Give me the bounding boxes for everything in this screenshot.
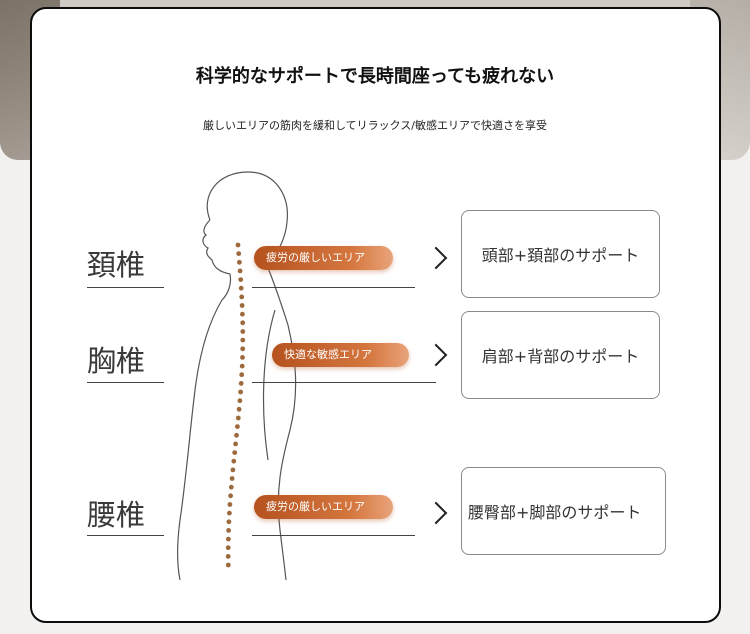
divider [87,287,164,288]
spine-dot [233,441,238,447]
spine-dot [238,381,244,386]
spine-dot [235,424,240,429]
spine-dot [231,458,237,464]
spine-dot [228,484,234,490]
spine-dot [238,389,243,395]
spine-dot [237,268,243,274]
region-label-cervical: 頚椎 [87,248,146,282]
spine-dot [226,519,232,525]
spine-dot [240,346,246,352]
spine-dot [239,372,245,378]
spine-dot [240,355,245,360]
support-box-shoulder-back: 肩部+背部のサポート [461,311,660,399]
spine-dot [240,337,246,343]
divider [252,382,436,383]
support-box-head-neck: 頭部+頚部のサポート [461,210,660,298]
fatigue-zone-pill: 疲労の厳しいエリア [254,495,393,519]
spine-dot [227,502,233,507]
divider [252,535,415,536]
spine-dot [238,285,244,291]
spine-dot [240,320,246,326]
region-label-thoracic: 胸椎 [87,344,146,378]
fatigue-zone-pill: 疲労の厳しいエリア [254,246,393,270]
comfort-zone-pill: 快適な敏感エリア [272,343,409,367]
spine-dot [234,432,239,438]
spine-dot [225,562,231,568]
spine-dot [240,329,246,334]
divider [252,287,415,288]
spine-dot [228,493,233,499]
spine-dot [237,398,243,404]
human-figure-illustration [177,171,297,580]
spine-dot [239,303,245,308]
spine-dot [226,528,231,533]
spine-dots [225,242,246,568]
spine-dot [232,450,238,455]
spine-dot [238,277,244,282]
spine-dot [236,251,242,256]
spine-dot [237,259,242,265]
support-text: 肩部+背部のサポート [481,347,640,366]
spine-dot [226,536,231,542]
spine-dot [225,545,231,551]
spine-dot [236,406,242,412]
divider [87,382,164,383]
spine-dot [240,311,245,317]
spine-dot [239,294,245,300]
spine-dot [235,242,241,248]
headline: 科学的なサポートで長時間座っても疲れない [195,66,555,87]
spine-dot [239,363,245,369]
spine-dot [235,415,241,421]
background-photo-top [60,0,690,10]
support-box-waist-legs: 腰臀部+脚部のサポート [461,467,666,555]
divider [87,535,164,536]
spine-dot [227,510,232,516]
support-text: 腰臀部+脚部のサポート [468,503,642,522]
support-text: 頭部+頚部のサポート [481,246,640,265]
spine-dot [230,467,236,473]
subline: 厳しいエリアの筋肉を緩和してリラックス/敏感エリアで快適さを享受 [202,119,548,132]
region-label-lumbar: 腰椎 [87,498,146,532]
spine-dot [229,476,235,481]
spine-dot [225,554,231,559]
